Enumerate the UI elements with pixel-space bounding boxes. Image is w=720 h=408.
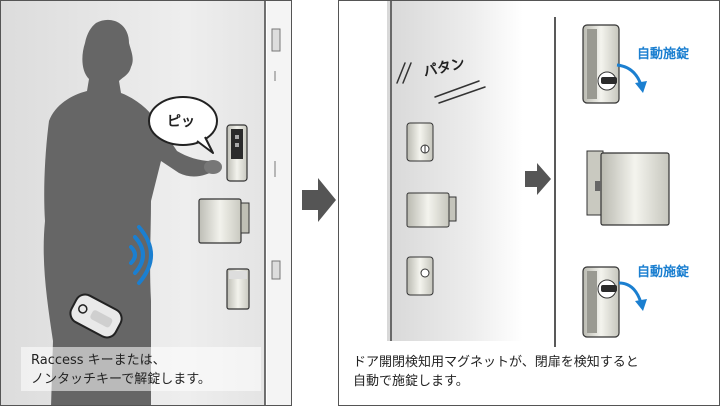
bubble-text: ピッ: [167, 114, 195, 130]
door-lock-unit: [198, 198, 250, 244]
auto-lock-label-top: 自動施錠: [637, 47, 690, 62]
key-fob-icon: [69, 293, 123, 339]
wireless-waves-icon: [129, 225, 153, 285]
auto-lock-unit-bottom: [582, 266, 647, 338]
lock-unit-2: [406, 192, 457, 228]
card-reader: [226, 124, 248, 182]
lock-unit-3: [406, 256, 434, 296]
unlock-caption-line2: ノンタッチキーで解錠します。: [31, 372, 211, 387]
auto-lock-panel: パタン 自動施錠 自動施錠 ドア開閉検知用マグネットが、閉扉を検知すると 自動で…: [338, 0, 720, 406]
arrow-small-right-icon: [525, 163, 551, 195]
unlock-caption-line1: Raccess キーまたは、: [31, 353, 166, 368]
unlock-caption: Raccess キーまたは、 ノンタッチキーで解錠します。: [31, 351, 211, 389]
magnet-sensor: [226, 268, 250, 310]
auto-lock-caption-line2: 自動で施錠します。: [353, 374, 469, 389]
speech-bubble: [148, 96, 218, 154]
auto-lock-caption-line1: ドア開閉検知用マグネットが、閉扉を検知すると: [353, 355, 639, 370]
motion-lines: [396, 62, 486, 104]
auto-lock-illustration: [387, 1, 670, 347]
unlock-illustration: [1, 1, 291, 405]
arrow-right-icon: [302, 178, 336, 222]
auto-lock-caption: ドア開閉検知用マグネットが、閉扉を検知すると 自動で施錠します。: [353, 353, 639, 391]
auto-lock-label-bottom: 自動施錠: [637, 265, 690, 280]
unlock-panel: ピッ Raccess キーまたは、 ノンタッチキーで解錠します。: [0, 0, 292, 406]
auto-lock-unit-top: [582, 24, 647, 104]
lock-unit-1: [406, 122, 434, 162]
auto-lock-unit-middle: [586, 150, 670, 226]
